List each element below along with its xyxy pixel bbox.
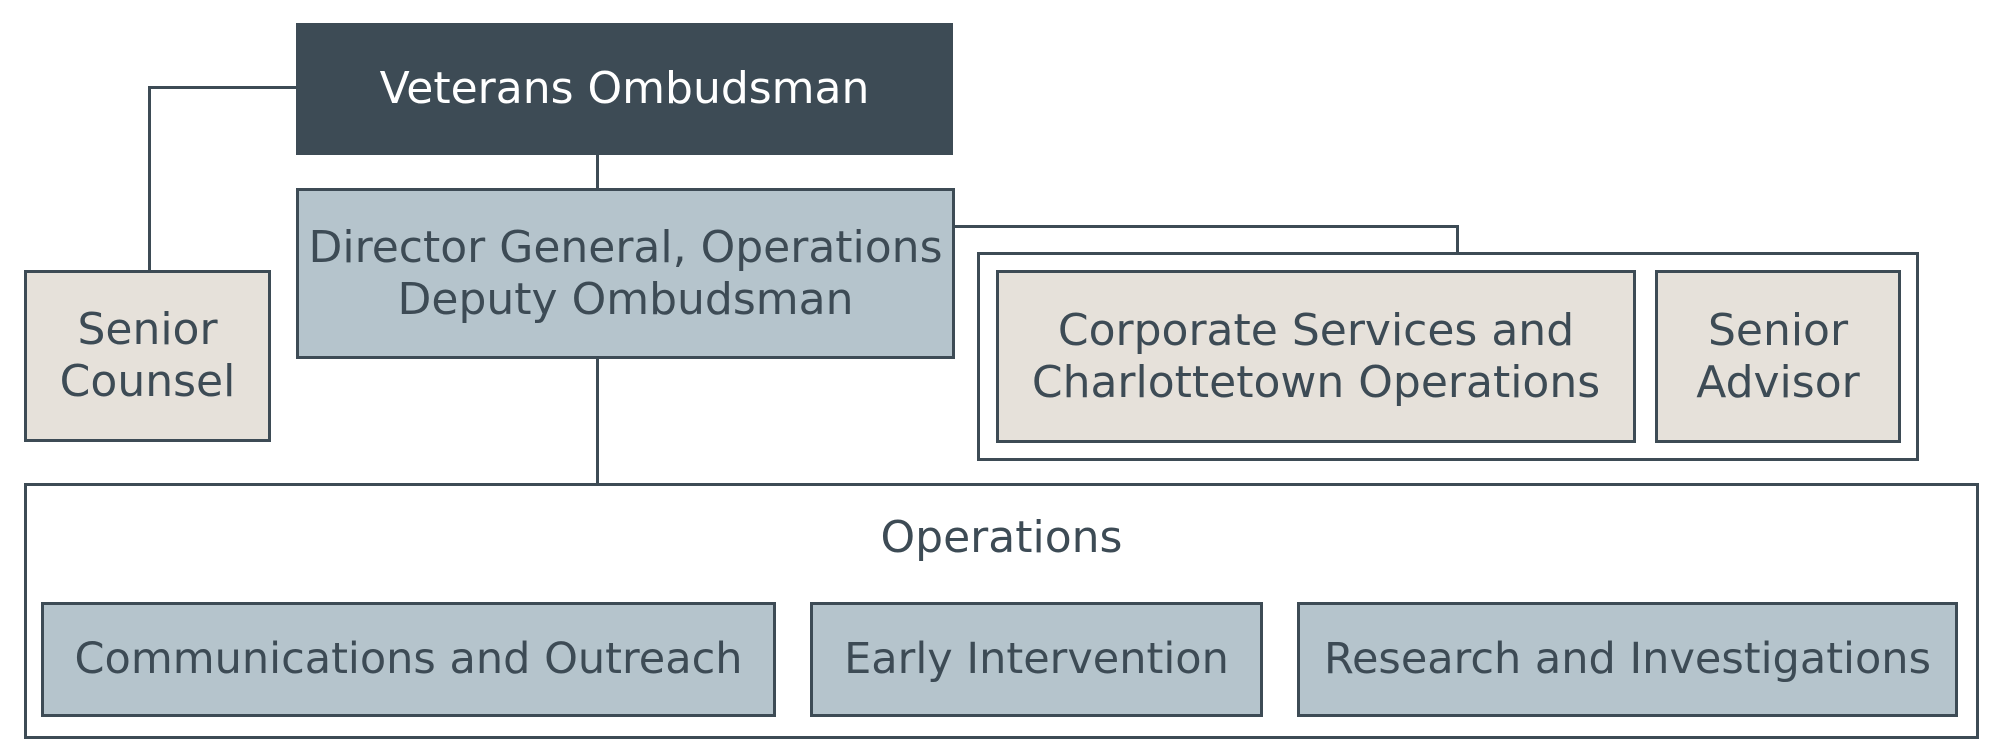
senior-counsel-label-line1: Senior (77, 304, 218, 356)
early-intervention-box: Early Intervention (810, 602, 1263, 717)
research-investigations-label: Research and Investigations (1324, 634, 1931, 685)
director-general-label: Director General, Operations (308, 221, 943, 273)
operations-frame (24, 483, 1979, 739)
communications-outreach-box: Communications and Outreach (41, 602, 776, 717)
deputy-ombudsman-label: Deputy Ombudsman (397, 273, 854, 325)
connector-line (596, 356, 599, 486)
communications-outreach-label: Communications and Outreach (74, 634, 743, 685)
corporate-group-frame (977, 252, 1919, 461)
senior-advisor-box: Senior Advisor (1655, 270, 1901, 443)
corporate-services-label-line2: Charlottetown Operations (1031, 356, 1601, 408)
corporate-services-label-line1: Corporate Services and (1057, 304, 1575, 356)
operations-title: Operations (880, 512, 1123, 563)
corporate-services-box: Corporate Services and Charlottetown Ope… (996, 270, 1636, 443)
senior-advisor-label-line2: Advisor (1696, 356, 1860, 408)
connector-line (148, 86, 298, 89)
early-intervention-label: Early Intervention (844, 634, 1229, 685)
connector-line (1456, 225, 1459, 254)
senior-counsel-box: Senior Counsel (24, 270, 271, 442)
veterans-ombudsman-box: Veterans Ombudsman (296, 23, 953, 155)
veterans-ombudsman-label: Veterans Ombudsman (379, 63, 870, 115)
connector-line (148, 86, 151, 272)
director-general-box: Director General, Operations Deputy Ombu… (296, 188, 955, 359)
senior-advisor-label-line1: Senior (1707, 304, 1849, 356)
connector-line (596, 154, 599, 190)
research-investigations-box: Research and Investigations (1297, 602, 1958, 717)
senior-counsel-label-line2: Counsel (59, 356, 236, 407)
connector-line (955, 225, 1459, 228)
